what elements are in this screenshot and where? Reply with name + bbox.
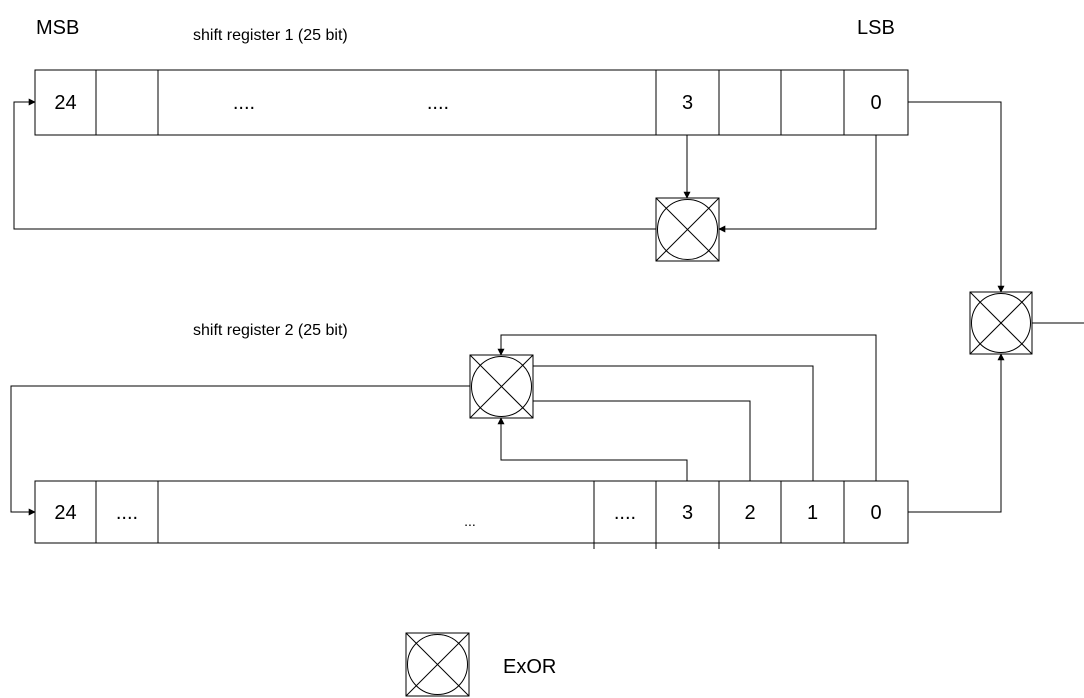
register-2-cell-2: 2 <box>744 502 756 524</box>
xor-legend-icon <box>405 632 470 697</box>
register-2-cell-24: 24 <box>54 502 77 524</box>
register-2-ellipsis-1: .... <box>115 502 139 524</box>
register-1-cell-3: 3 <box>681 92 694 114</box>
register-1-cell-0: 0 <box>870 92 882 114</box>
register-2-ellipsis-2: .... <box>613 502 637 524</box>
lsb-label: LSB <box>857 17 895 39</box>
register-1-wiring <box>13 98 1005 293</box>
xor-gate-output <box>969 291 1084 355</box>
xor-gate-register-2 <box>469 354 534 419</box>
register-2-cell-3: 3 <box>681 502 694 524</box>
xor-gate-register-1 <box>655 197 720 262</box>
register-2-wiring <box>10 334 1005 516</box>
register-2-cell-1: 1 <box>806 502 819 524</box>
register-1-title: shift register 1 (25 bit) <box>193 27 348 44</box>
register-1-ellipsis-1: .... <box>232 92 256 114</box>
msb-label: MSB <box>36 17 80 39</box>
register-2-title: shift register 2 (25 bit) <box>193 322 348 339</box>
shift-register-1 <box>34 69 909 136</box>
register-1-ellipsis-2: .... <box>426 92 450 114</box>
register-2-ellipsis-middle: ... <box>464 513 476 529</box>
register-2-cell-0: 0 <box>870 502 882 524</box>
legend-label: ExOR <box>503 656 557 678</box>
register-1-cell-24: 24 <box>54 92 77 114</box>
